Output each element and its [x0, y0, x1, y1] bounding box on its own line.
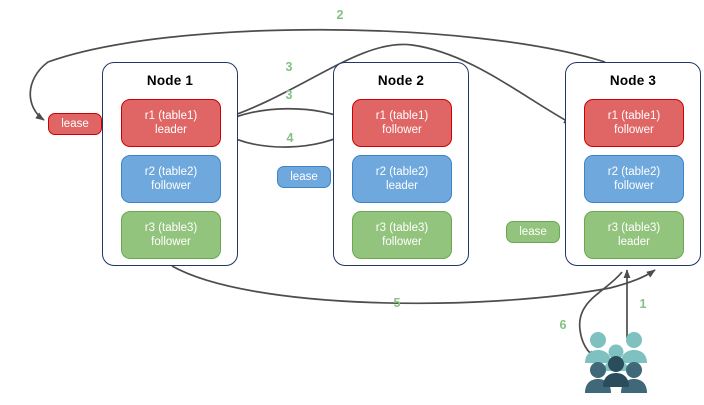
- replica-name: r3 (table3): [607, 222, 661, 234]
- replica-n3r3: r3 (table3) leader: [584, 211, 684, 259]
- replica-role: follower: [382, 124, 422, 136]
- replica-n2r3: r3 (table3) follower: [352, 211, 452, 259]
- node-box-node1: Node 1 r1 (table1) leader r2 (table2) fo…: [102, 62, 238, 266]
- replica-n3r2: r2 (table2) follower: [584, 155, 684, 203]
- lease-box-r3: lease: [506, 221, 560, 243]
- replica-name: r1 (table1): [375, 110, 429, 122]
- lease-box-r2: lease: [277, 166, 331, 188]
- replica-role: leader: [386, 180, 418, 192]
- lease-label: lease: [61, 118, 89, 130]
- replica-name: r3 (table3): [375, 222, 429, 234]
- replica-role: follower: [614, 124, 654, 136]
- replica-role: follower: [151, 180, 191, 192]
- replica-name: r1 (table1): [607, 110, 661, 122]
- replica-n2r1: r1 (table1) follower: [352, 99, 452, 147]
- replica-n1r3: r3 (table3) follower: [121, 211, 221, 259]
- replica-name: r1 (table1): [144, 110, 198, 122]
- replica-role: leader: [155, 124, 187, 136]
- step-label-3b: 3: [285, 88, 293, 102]
- replica-name: r2 (table2): [607, 166, 661, 178]
- replica-role: follower: [382, 236, 422, 248]
- step-label-3a: 3: [285, 60, 293, 74]
- node-title-node3: Node 3: [609, 73, 657, 88]
- edge-step-5: [171, 265, 656, 305]
- step-label-6: 6: [559, 318, 567, 332]
- node-title-node2: Node 2: [377, 73, 425, 88]
- replica-name: r2 (table2): [375, 166, 429, 178]
- replica-role: follower: [614, 180, 654, 192]
- replica-n3r1: r1 (table1) follower: [584, 99, 684, 147]
- step-label-2: 2: [336, 8, 344, 22]
- lease-box-r1: lease: [48, 113, 102, 135]
- replica-n2r2: r2 (table2) leader: [352, 155, 452, 203]
- replica-name: r3 (table3): [144, 222, 198, 234]
- replica-name: r2 (table2): [144, 166, 198, 178]
- step-label-4: 4: [286, 131, 294, 145]
- lease-label: lease: [519, 226, 547, 238]
- node-box-node2: Node 2 r1 (table1) follower r2 (table2) …: [333, 62, 469, 266]
- step-label-5: 5: [393, 296, 401, 310]
- lease-label: lease: [290, 171, 318, 183]
- replica-n1r2: r2 (table2) follower: [121, 155, 221, 203]
- node-title-node1: Node 1: [146, 73, 194, 88]
- people-group-icon: [585, 332, 647, 393]
- node-box-node3: Node 3 r1 (table1) follower r2 (table2) …: [565, 62, 701, 266]
- replica-role: follower: [151, 236, 191, 248]
- step-label-1: 1: [639, 297, 647, 311]
- replica-n1r1: r1 (table1) leader: [121, 99, 221, 147]
- replica-role: leader: [618, 236, 650, 248]
